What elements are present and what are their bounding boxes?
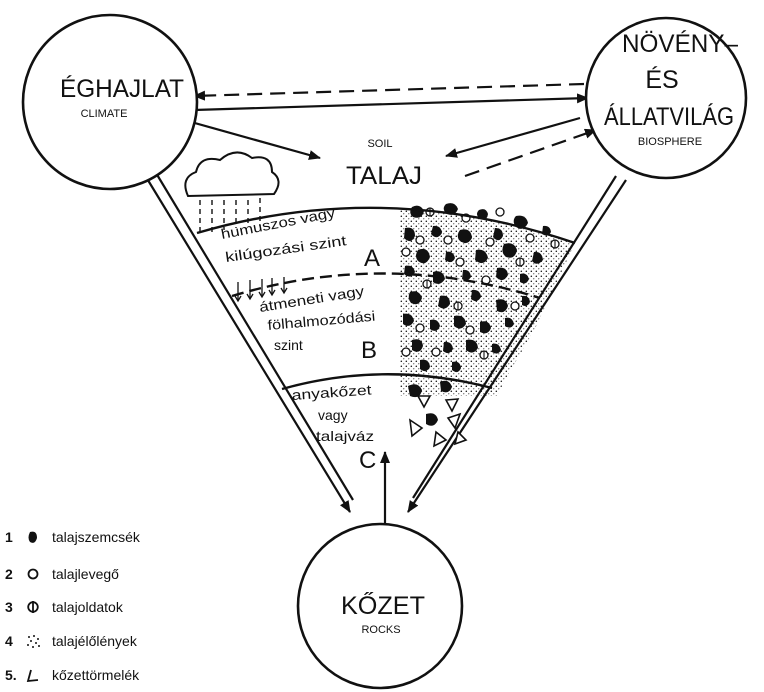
arrow-climate-to-soil [184,120,320,158]
arrow-biosphere-to-climate [194,84,584,96]
soil-air-icon [29,570,38,579]
biosphere-title-line3: ÁLLATVILÁG [604,102,734,131]
horizon-b-letter: B [361,337,377,364]
legend-label: talajlevegő [52,566,119,582]
connection-arrows [143,84,626,568]
soil-particle-icon [29,532,38,543]
node-climate: ÉGHAJLAT CLIMATE [23,15,197,189]
arrow-climate-to-biosphere [194,98,588,110]
climate-title: ÉGHAJLAT [60,74,184,103]
horizon-c-line3: talajváz [316,428,374,444]
soil-label-hu: TALAJ [346,162,422,190]
legend-label: talajoldatok [52,599,124,615]
horizon-b-line2: fölhalmozódási [267,308,376,333]
legend: 1 talajszemcsék 2 talajlevegő 3 talajold… [5,529,141,683]
legend-number: 4 [5,633,13,649]
arrow-biosphere-to-soil [446,118,580,156]
horizon-a: humuszos vagy kilúgozási szint A [220,204,380,272]
arrow-soil-to-biosphere [465,130,596,176]
horizon-b-line3: szint [274,337,303,353]
horizon-c-line2: vagy [318,407,348,423]
horizon-b: átmeneti vagy fölhalmozódási szint B [258,283,377,364]
soil-label-en: SOIL [367,138,392,150]
node-biosphere: NÖVÉNY– ÉS ÁLLATVILÁG BIOSPHERE [586,18,746,178]
biosphere-subtitle: BIOSPHERE [638,136,702,148]
biosphere-title-line1: NÖVÉNY– [622,29,738,58]
legend-number: 3 [5,599,13,615]
rock-debris [410,396,466,446]
climate-subtitle: CLIMATE [81,108,128,120]
legend-number: 5. [5,667,17,683]
rocks-title: KŐZET [341,591,425,620]
legend-label: talajszemcsék [52,529,141,545]
legend-label: talajélőlények [52,633,138,649]
legend-item: 1 talajszemcsék [5,529,141,545]
legend-item: 2 talajlevegő [5,566,119,582]
horizon-a-letter: A [364,245,380,272]
rock-debris-icon [28,670,38,681]
legend-number: 1 [5,529,13,545]
legend-item: 3 talajoldatok [5,599,124,615]
soil-solution-icon [28,601,38,613]
legend-number: 2 [5,566,13,582]
legend-label: kőzettörmelék [52,667,140,683]
biosphere-title-line2: ÉS [645,65,678,94]
rocks-subtitle: ROCKS [361,624,400,636]
soil-organism-icon [27,635,40,648]
legend-item: 4 talajélőlények [5,633,138,649]
horizon-c-letter: C [359,447,376,474]
legend-item: 5. kőzettörmelék [5,667,140,683]
horizon-c: anyakőzet vagy talajváz C [291,381,376,474]
node-rocks: KŐZET ROCKS [298,524,462,688]
